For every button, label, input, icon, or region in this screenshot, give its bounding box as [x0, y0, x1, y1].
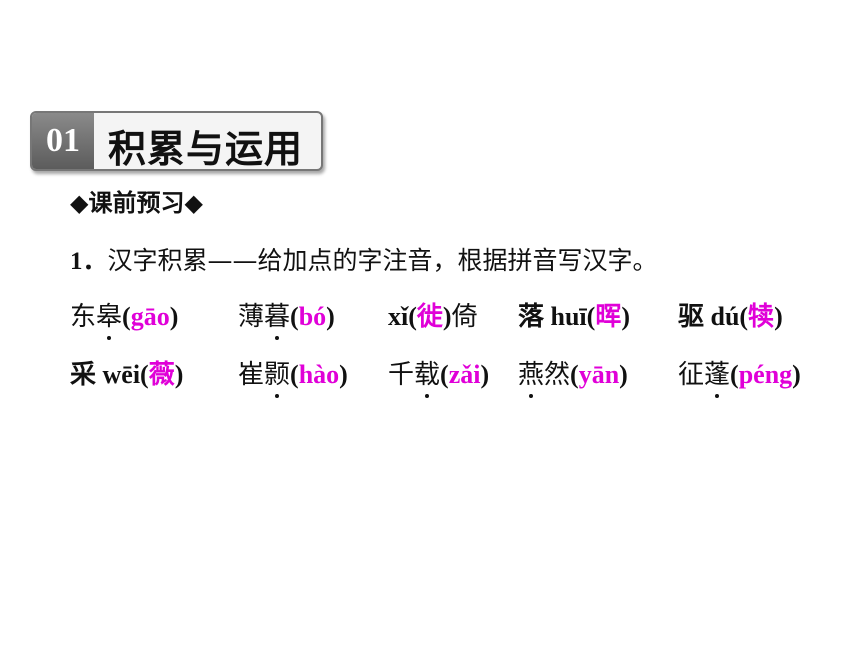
paren-open: (	[730, 360, 739, 389]
paren-close: )	[339, 360, 348, 389]
question-text: 汉字积累——给加点的字注音，根据拼音写汉字。	[107, 246, 658, 275]
question-number: 1．	[70, 248, 108, 275]
dotted-char: 皋	[96, 296, 122, 340]
paren-open: (	[290, 360, 299, 389]
dotted-char: 蓬	[704, 354, 730, 398]
word-item: 驱 dú(犊)	[678, 296, 783, 333]
paren-close: )	[442, 302, 452, 331]
paren-open: (	[586, 302, 596, 331]
dotted-char: 暮	[264, 296, 290, 340]
word-item: 东皋(gāo)	[70, 296, 179, 340]
word-text: 东	[70, 302, 97, 332]
section-header: 01 积累与运用	[30, 111, 323, 171]
subheading: ◆课前预习◆	[70, 189, 203, 217]
word-item: 征蓬(péng)	[678, 354, 801, 398]
word-item: 燕然(yān)	[518, 354, 628, 398]
word-text: 然	[544, 360, 571, 390]
paren-close: )	[774, 302, 783, 331]
question-1: 1．汉字积累——给加点的字注音，根据拼音写汉字。	[70, 241, 658, 277]
answer: 徙	[416, 302, 443, 332]
paren-close: )	[326, 302, 335, 331]
word-text: 薄	[238, 302, 265, 332]
paren-close: )	[621, 302, 631, 331]
word-item: xǐ(徙)倚	[388, 296, 478, 333]
word-text: 落 huī	[518, 302, 587, 331]
paren-open: (	[739, 302, 749, 331]
answer: hào	[298, 360, 340, 389]
section-title: 积累与运用	[108, 127, 304, 171]
answer: gāo	[130, 302, 170, 331]
word-item: 采 wēi(薇)	[70, 354, 183, 391]
word-text: 千	[388, 360, 415, 390]
word-text: 倚	[451, 302, 478, 332]
word-text: 崔	[238, 360, 265, 390]
answer: 晖	[595, 302, 622, 332]
paren-open: (	[290, 302, 299, 331]
word-item: 落 huī(晖)	[518, 296, 630, 333]
answer: yān	[578, 360, 620, 389]
dotted-char: 颢	[264, 354, 290, 398]
word-pinyin: xǐ	[388, 302, 409, 331]
word-item: 薄暮(bó)	[238, 296, 335, 340]
word-item: 千载(zǎi)	[388, 354, 490, 398]
dotted-char: 燕	[518, 354, 544, 398]
paren-close: )	[174, 360, 184, 389]
paren-close: )	[792, 360, 801, 389]
answer: bó	[298, 302, 327, 331]
paren-open: (	[570, 360, 579, 389]
word-text: 征	[678, 360, 705, 390]
answer: zǎi	[448, 360, 481, 389]
word-text: 驱 dú	[678, 302, 740, 331]
dotted-char: 载	[414, 354, 440, 398]
paren-close: )	[169, 302, 179, 331]
word-item: 崔颢(hào)	[238, 354, 348, 398]
paren-open: (	[408, 302, 417, 331]
section-number: 01	[32, 113, 94, 169]
paren-close: )	[480, 360, 490, 389]
answer: péng	[738, 360, 793, 389]
word-text: 采 wēi	[70, 360, 141, 389]
answer: 犊	[748, 302, 775, 332]
paren-open: (	[440, 360, 449, 389]
paren-open: (	[122, 302, 131, 331]
paren-close: )	[619, 360, 628, 389]
answer: 薇	[148, 360, 175, 390]
paren-open: (	[140, 360, 149, 389]
